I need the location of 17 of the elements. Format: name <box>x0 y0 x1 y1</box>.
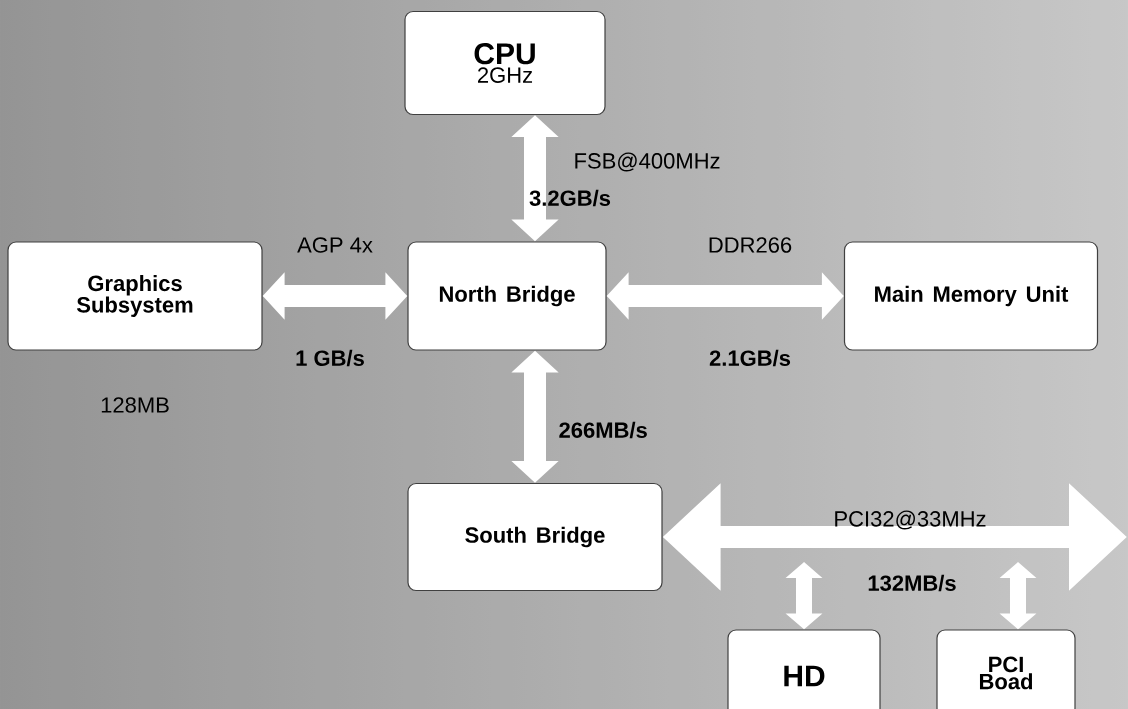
block-box: HD <box>727 629 881 709</box>
block-box: South Bridge <box>407 482 663 592</box>
edge-label: DDR266 <box>709 237 792 253</box>
rate-label: 2.1GB/s <box>709 349 791 367</box>
edge-label: 266MB/s <box>559 421 647 439</box>
rate-label: 132MB/s <box>868 574 956 592</box>
block-box: Main Memory Unit <box>843 241 1099 351</box>
block-box: PCI Boad <box>936 629 1076 709</box>
block-box: North Bridge <box>407 241 607 351</box>
rate-label: 3.2GB/s <box>529 189 611 207</box>
block-box: Graphics Subsystem <box>7 241 263 351</box>
caption-text: 128MB <box>101 397 169 413</box>
edge-label: AGP 4x <box>297 237 373 253</box>
edge-label: PCI32@33MHz <box>835 510 986 530</box>
block-box: CPU 2GHz <box>404 10 606 116</box>
rate-label: 1 GB/s <box>296 349 364 367</box>
edge-label: FSB@400MHz <box>575 152 720 172</box>
